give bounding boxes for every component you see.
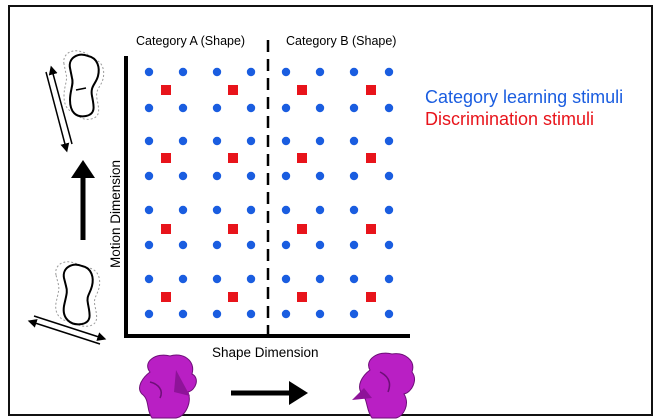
x-axis-label: Shape Dimension xyxy=(212,345,319,360)
learning-stimulus-dot xyxy=(315,171,325,181)
learning-stimulus-dot xyxy=(144,274,154,284)
learning-stimulus-dot xyxy=(281,103,291,113)
legend-discrimination-label: Discrimination stimuli xyxy=(425,109,594,129)
discrimination-stimulus-square xyxy=(161,292,171,302)
learning-stimulus-dot xyxy=(246,205,256,215)
learning-stimulus-dot xyxy=(246,171,256,181)
category-a-label: Category A (Shape) xyxy=(136,34,245,48)
right-arrow-icon xyxy=(231,381,308,405)
learning-stimulus-dot xyxy=(281,309,291,319)
learning-stimulus-dot xyxy=(178,205,188,215)
learning-stimulus-dot xyxy=(178,274,188,284)
learning-stimulus-dot xyxy=(246,309,256,319)
discrimination-stimulus-square xyxy=(228,85,238,95)
learning-stimulus-dot xyxy=(246,240,256,250)
learning-stimulus-dot xyxy=(178,309,188,319)
learning-stimulus-dot xyxy=(384,274,394,284)
learning-stimulus-dot xyxy=(349,67,359,77)
outline-shape-icon-top xyxy=(63,50,105,120)
discrimination-stimuli xyxy=(161,85,376,302)
learning-stimulus-dot xyxy=(315,240,325,250)
category-learning-stimuli xyxy=(144,67,394,319)
figure-frame xyxy=(8,5,653,416)
learning-stimulus-dot xyxy=(281,240,291,250)
learning-stimulus-dot xyxy=(178,136,188,146)
learning-stimulus-dot xyxy=(349,274,359,284)
learning-stimulus-dot xyxy=(212,136,222,146)
learning-stimulus-dot xyxy=(178,240,188,250)
learning-stimulus-dot xyxy=(212,205,222,215)
learning-stimulus-dot xyxy=(144,205,154,215)
learning-stimulus-dot xyxy=(144,240,154,250)
learning-stimulus-dot xyxy=(349,205,359,215)
learning-stimulus-dot xyxy=(178,171,188,181)
learning-stimulus-dot xyxy=(384,240,394,250)
discrimination-stimulus-square xyxy=(297,153,307,163)
learning-stimulus-dot xyxy=(144,171,154,181)
learning-stimulus-dot xyxy=(349,136,359,146)
learning-stimulus-dot xyxy=(246,103,256,113)
discrimination-stimulus-square xyxy=(366,85,376,95)
learning-stimulus-dot xyxy=(315,205,325,215)
discrimination-stimulus-square xyxy=(366,224,376,234)
learning-stimulus-dot xyxy=(349,171,359,181)
learning-stimulus-dot xyxy=(212,274,222,284)
learning-stimulus-dot xyxy=(178,103,188,113)
learning-stimulus-dot xyxy=(349,240,359,250)
learning-stimulus-dot xyxy=(315,103,325,113)
discrimination-stimulus-square xyxy=(228,224,238,234)
learning-stimulus-dot xyxy=(384,309,394,319)
learning-stimulus-dot xyxy=(144,309,154,319)
learning-stimulus-dot xyxy=(281,205,291,215)
category-b-label: Category B (Shape) xyxy=(286,34,396,48)
learning-stimulus-dot xyxy=(246,274,256,284)
up-arrow-icon xyxy=(71,160,95,240)
learning-stimulus-dot xyxy=(315,136,325,146)
learning-stimulus-dot xyxy=(212,171,222,181)
learning-stimulus-dot xyxy=(349,309,359,319)
learning-stimulus-dot xyxy=(315,309,325,319)
learning-stimulus-dot xyxy=(212,240,222,250)
y-axis-label: Motion Dimension xyxy=(108,160,123,268)
discrimination-stimulus-square xyxy=(297,224,307,234)
discrimination-stimulus-square xyxy=(366,153,376,163)
learning-stimulus-dot xyxy=(384,103,394,113)
learning-stimulus-dot xyxy=(384,205,394,215)
learning-stimulus-dot xyxy=(246,67,256,77)
learning-stimulus-dot xyxy=(384,171,394,181)
discrimination-stimulus-square xyxy=(297,292,307,302)
learning-stimulus-dot xyxy=(384,136,394,146)
discrimination-stimulus-square xyxy=(228,153,238,163)
learning-stimulus-dot xyxy=(246,136,256,146)
learning-stimulus-dot xyxy=(178,67,188,77)
learning-stimulus-dot xyxy=(281,171,291,181)
learning-stimulus-dot xyxy=(212,67,222,77)
learning-stimulus-dot xyxy=(281,67,291,77)
discrimination-stimulus-square xyxy=(228,292,238,302)
learning-stimulus-dot xyxy=(349,103,359,113)
learning-stimulus-dot xyxy=(384,67,394,77)
learning-stimulus-dot xyxy=(315,274,325,284)
legend-learning-label: Category learning stimuli xyxy=(425,87,623,107)
learning-stimulus-dot xyxy=(315,67,325,77)
learning-stimulus-dot xyxy=(212,103,222,113)
learning-stimulus-dot xyxy=(144,136,154,146)
discrimination-stimulus-square xyxy=(161,85,171,95)
motion-arrows-icon xyxy=(45,65,73,153)
learning-stimulus-dot xyxy=(212,309,222,319)
purple-shape-icon-left xyxy=(139,354,197,419)
learning-stimulus-dot xyxy=(281,274,291,284)
discrimination-stimulus-square xyxy=(297,85,307,95)
learning-stimulus-dot xyxy=(281,136,291,146)
discrimination-stimulus-square xyxy=(366,292,376,302)
learning-stimulus-dot xyxy=(144,103,154,113)
outline-shape-icon-bottom xyxy=(27,261,107,345)
learning-stimulus-dot xyxy=(144,67,154,77)
discrimination-stimulus-square xyxy=(161,224,171,234)
purple-shape-icon-right xyxy=(352,352,415,419)
discrimination-stimulus-square xyxy=(161,153,171,163)
